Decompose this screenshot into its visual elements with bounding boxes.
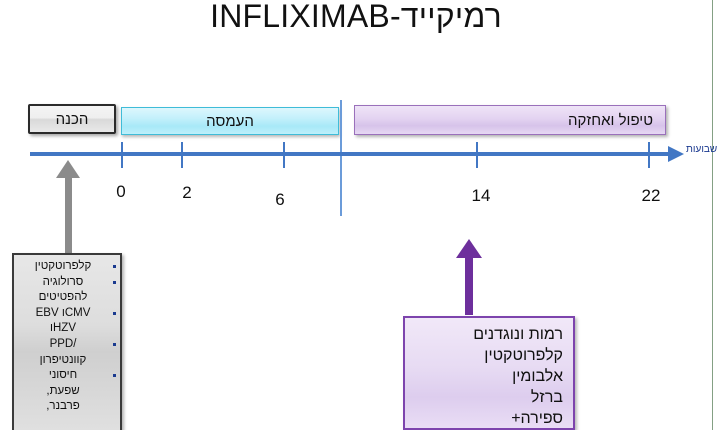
- list-item: פרבנר,: [46, 400, 80, 413]
- phase-box-maintenance: טיפול ואחזקה: [354, 105, 666, 135]
- axis-tick-label-14: 14: [471, 186, 491, 205]
- phase-box-loading: העמסה: [121, 107, 339, 135]
- list-item: /PPD: [20, 337, 116, 353]
- axis-tick-6: [283, 142, 285, 168]
- list-item: ברזל: [530, 389, 563, 406]
- list-item: שפעת,: [46, 384, 80, 397]
- preparation-arrow-shaft: [65, 175, 72, 253]
- monitoring-arrow-up-icon: [456, 239, 482, 258]
- axis-tick-label-6: 6: [275, 190, 285, 209]
- axis-tick-22: [648, 142, 650, 168]
- list-item: סרולוגיה: [20, 275, 116, 291]
- phase-label-maintenance: טיפול ואחזקה: [568, 111, 653, 129]
- phase-box-preparation: הכנה: [28, 104, 116, 134]
- axis-tick-2: [181, 142, 183, 168]
- list-item: אלבומין: [512, 368, 563, 385]
- axis-tick-0: [121, 142, 123, 168]
- callout-monitoring-tests: רמות ונוגדנים קלפרוטקטין אלבומין ברזל ספ…: [403, 316, 575, 430]
- list-item: HZVו: [50, 322, 76, 335]
- list-item: להפטיטים: [38, 291, 88, 304]
- axis-tick-label-22: 22: [641, 186, 661, 205]
- axis-tick-label-2: 2: [182, 183, 192, 202]
- list-item: קוונטיפרון: [39, 353, 87, 366]
- axis-tick-14: [476, 142, 478, 168]
- monitoring-arrow-shaft: [465, 255, 473, 315]
- list-item: ספירה+: [511, 410, 563, 427]
- list-item: חיסוני: [20, 368, 116, 384]
- slide-right-edge: [712, 0, 713, 430]
- list-item: קלפרוטקטין: [20, 259, 116, 275]
- phase-label-loading: העמסה: [206, 112, 254, 130]
- preparation-test-list: קלפרוטקטין סרולוגיה להפטיטים CMVו EBV HZ…: [20, 259, 116, 415]
- list-item: קלפרוטקטין: [484, 347, 563, 364]
- list-item: רמות ונוגדנים: [473, 326, 563, 343]
- phase-divider-line: [340, 100, 342, 216]
- phase-label-preparation: הכנה: [55, 110, 89, 128]
- list-item: CMVו EBV: [20, 306, 116, 322]
- timeline-axis-line: [30, 152, 676, 156]
- timeline-axis-arrow-icon: [668, 146, 684, 162]
- axis-caption-weeks: שבועות: [686, 144, 718, 155]
- preparation-arrow-up-icon: [56, 160, 80, 178]
- callout-preparation-tests: קלפרוטקטין סרולוגיה להפטיטים CMVו EBV HZ…: [12, 253, 122, 430]
- axis-tick-label-0: 0: [116, 182, 126, 201]
- page-title: רמיקייד-INFLIXIMAB: [210, 0, 502, 34]
